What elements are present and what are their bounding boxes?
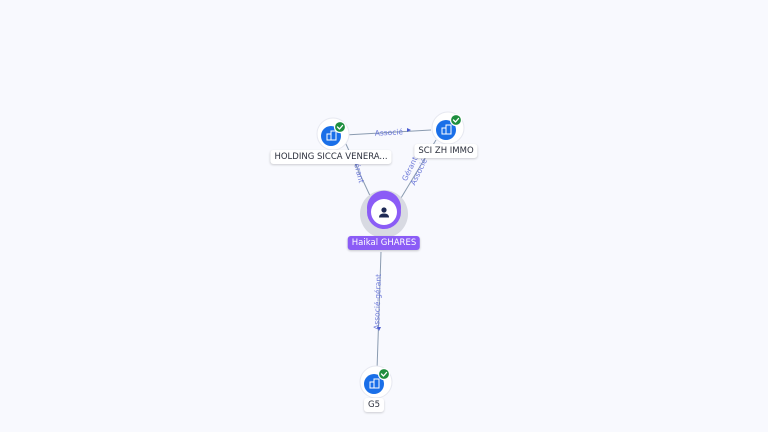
node-label-g5[interactable]: G5 [364, 398, 384, 412]
node-person[interactable] [360, 190, 408, 238]
check-icon [377, 367, 391, 381]
edge-holding-sci: Associé [344, 127, 432, 138]
node-sci[interactable] [431, 111, 465, 145]
edge-label-holding-sci: Associé [374, 127, 403, 137]
node-g5[interactable] [359, 365, 393, 399]
node-holding[interactable] [316, 117, 350, 151]
edge-label-person-g5: Associé-gérant [372, 274, 383, 330]
node-label-sci[interactable]: SCI ZH IMMO [414, 144, 478, 158]
node-label-person[interactable]: Haikal GHARES [347, 236, 421, 250]
edge-person-g5: Associé-gérant [372, 251, 383, 371]
node-label-holding[interactable]: HOLDING SICCA VENERA... [270, 150, 392, 164]
check-icon [449, 113, 463, 127]
check-icon [333, 120, 347, 134]
building-icon [369, 378, 380, 389]
building-icon [441, 124, 452, 135]
person-icon [379, 207, 389, 218]
building-icon [326, 130, 337, 141]
